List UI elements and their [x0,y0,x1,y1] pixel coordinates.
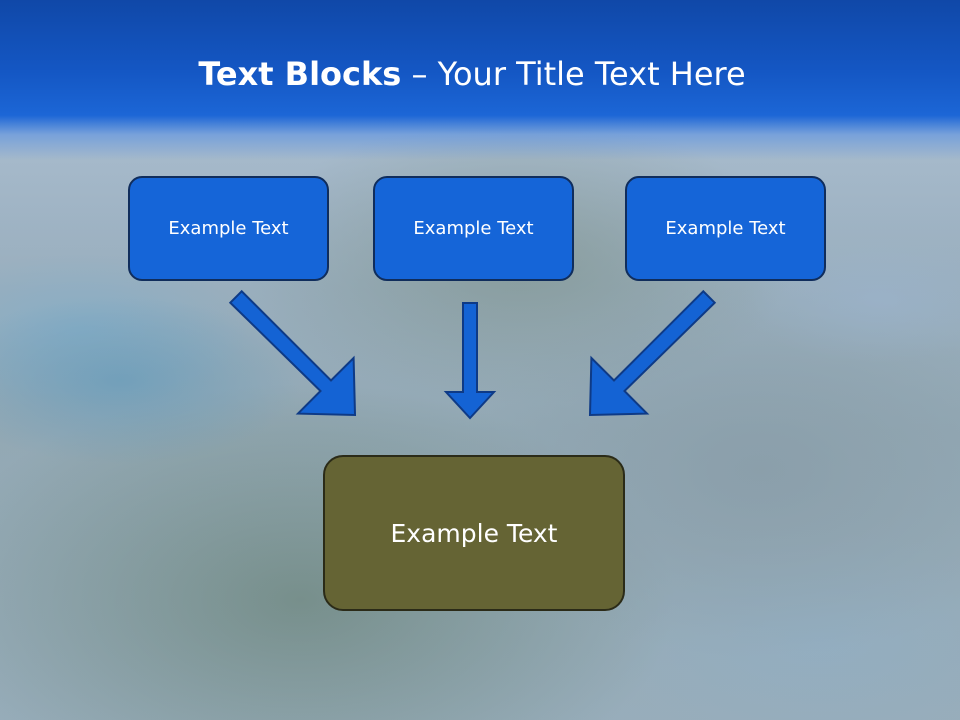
slide-title[interactable]: Text Blocks – Your Title Text Here [0,52,944,96]
arrow-left-diagonal[interactable] [228,289,357,417]
target-box-label: Example Text [390,518,558,548]
arrow-center-down[interactable] [443,302,497,420]
title-separator: – [401,55,438,93]
target-box[interactable]: Example Text [323,455,625,611]
source-box-right[interactable]: Example Text [625,176,826,281]
source-box-right-label: Example Text [665,218,786,239]
arrow-right-diagonal[interactable] [588,289,717,417]
title-rest-part: Your Title Text Here [437,55,746,93]
source-box-left[interactable]: Example Text [128,176,329,281]
source-box-center[interactable]: Example Text [373,176,574,281]
title-bold-part: Text Blocks [198,55,402,93]
source-box-center-label: Example Text [413,218,534,239]
source-box-left-label: Example Text [168,218,289,239]
title-band [0,0,960,160]
